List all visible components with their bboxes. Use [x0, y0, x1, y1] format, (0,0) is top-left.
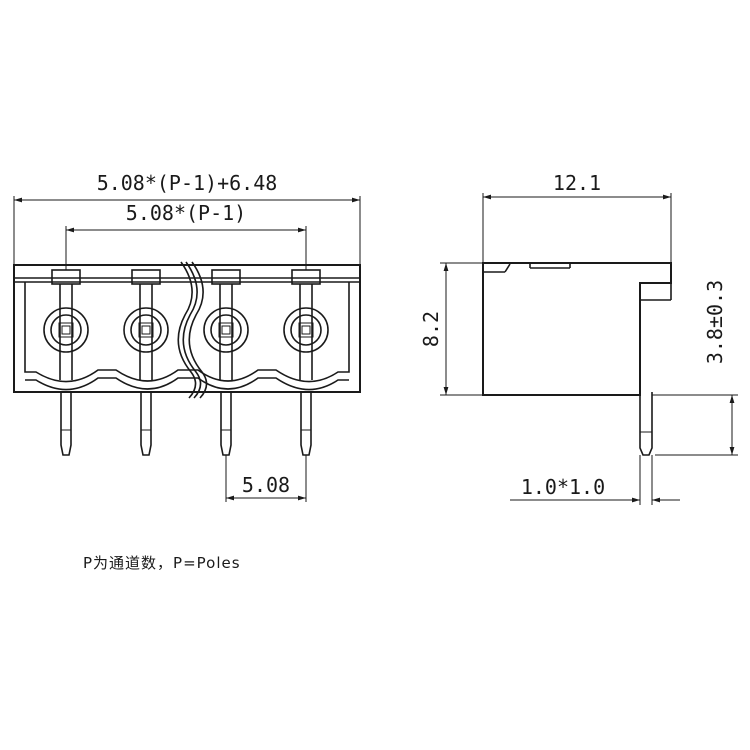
pin-4 — [283, 269, 329, 456]
side-pin — [639, 392, 653, 456]
pin-section-label: 1.0*1.0 — [521, 475, 605, 499]
pin-length-dimension: 3.8±0.3 — [652, 280, 738, 456]
pin-2 — [123, 269, 169, 456]
overall-width-label: 5.08*(P-1)+6.48 — [97, 171, 278, 195]
poles-note: P为通道数，P=Poles — [83, 554, 241, 572]
pin-span-label: 5.08*(P-1) — [126, 201, 246, 225]
pitch-dimension: 5.08 — [225, 455, 307, 502]
break-wave — [177, 261, 208, 399]
side-view: 12.1 8.2 3.8±0.3 1.0*1.0 — [419, 171, 738, 505]
depth-dimension: 12.1 — [482, 171, 672, 263]
height-dimension: 8.2 — [419, 262, 483, 396]
housing-outline — [13, 264, 361, 393]
pin-span-dimension: 5.08*(P-1) — [65, 201, 307, 270]
pin-length-label: 3.8±0.3 — [703, 280, 727, 364]
pin-3 — [203, 269, 249, 456]
pin-1 — [43, 269, 89, 456]
side-housing-outline — [482, 262, 672, 396]
pitch-label: 5.08 — [242, 473, 290, 497]
overall-width-dimension: 5.08*(P-1)+6.48 — [13, 171, 361, 265]
height-label: 8.2 — [419, 311, 443, 347]
pin-section-dimension: 1.0*1.0 — [510, 455, 680, 505]
front-view: 5.08*(P-1)+6.48 5.08*(P-1) 5.08 — [13, 171, 361, 502]
depth-label: 12.1 — [553, 171, 601, 195]
